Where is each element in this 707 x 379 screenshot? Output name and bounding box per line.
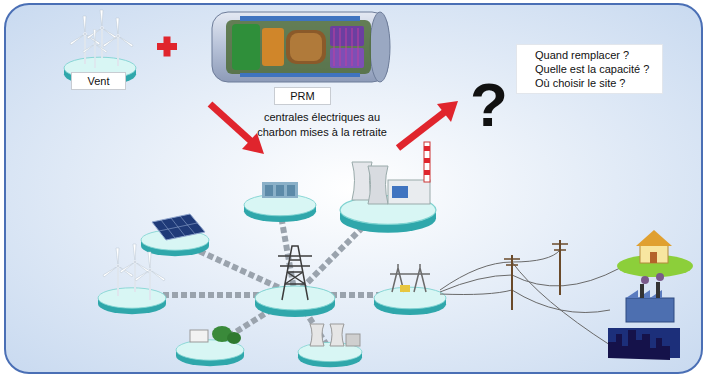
question-mark: ? (466, 72, 512, 138)
node-text: Où choisir le site ? (535, 76, 652, 90)
node-text: Quand remplacer ? (535, 48, 652, 62)
node-text: Vent (86, 74, 111, 88)
arrow-caption: centrales électriques au charbon mises à… (252, 110, 392, 140)
label-box: Vent (71, 72, 126, 90)
question-box: Quand remplacer ?Quelle est la capacité … (516, 44, 663, 94)
node-text: PRM (289, 89, 316, 103)
node-text: Quelle est la capacité ? (535, 62, 652, 76)
label-box: PRM (274, 87, 331, 105)
